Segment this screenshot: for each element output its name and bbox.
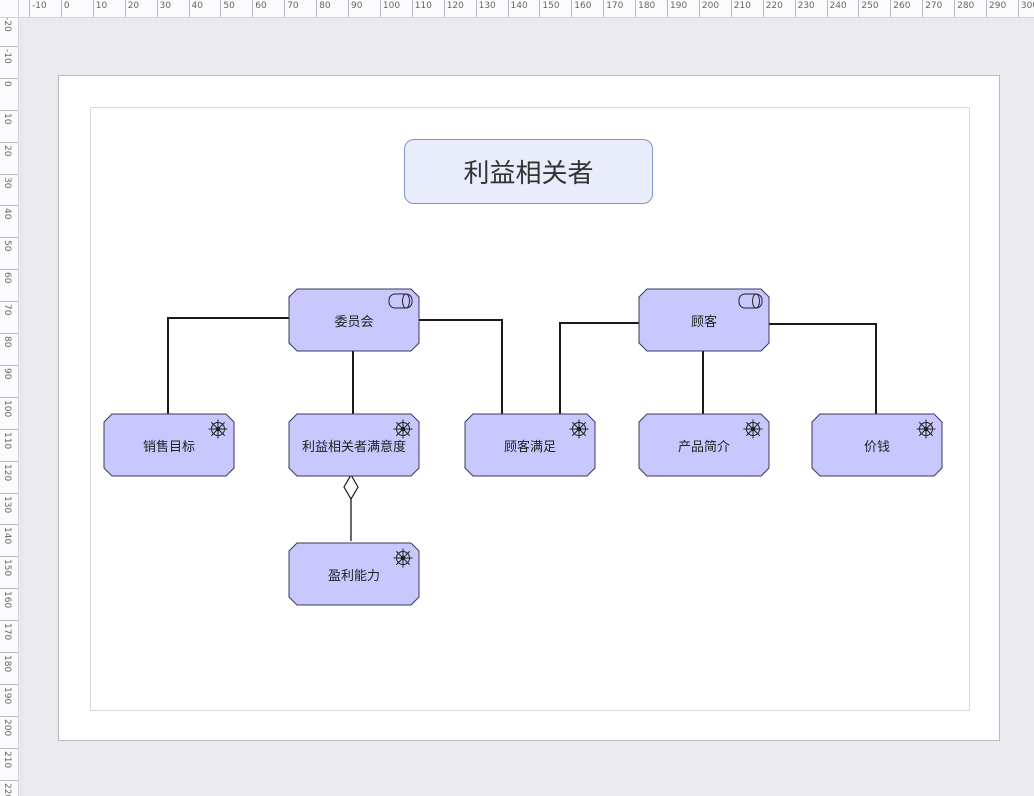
ruler-tick-label: 180 bbox=[0, 652, 18, 672]
ruler-tick-label: 130 bbox=[0, 492, 18, 513]
connector-committee-customer-satisfaction[interactable] bbox=[418, 319, 503, 414]
diagram-frame bbox=[90, 107, 970, 711]
connector-customer-customer-satisfaction[interactable] bbox=[559, 322, 639, 414]
ruler-tick-label: 10 bbox=[92, 0, 124, 17]
ruler-tick-label: 190 bbox=[0, 683, 18, 704]
node-customer-satisfaction[interactable] bbox=[464, 413, 596, 477]
ruler-tick-label: 170 bbox=[603, 0, 634, 17]
ruler-tick-label: 220 bbox=[0, 779, 18, 796]
ruler-tick-label: 200 bbox=[0, 715, 18, 736]
aggregation-diamond bbox=[343, 473, 359, 501]
ruler-tick-label: 20 bbox=[124, 0, 156, 17]
diagram-title-box[interactable]: 利益相关者 bbox=[404, 139, 653, 204]
ruler-tick-label: -10 bbox=[0, 45, 18, 64]
ruler-tick-label: 280 bbox=[954, 0, 985, 17]
ruler-tick-label: 230 bbox=[794, 0, 826, 17]
node-committee[interactable] bbox=[288, 288, 420, 352]
ruler-tick-label: 210 bbox=[730, 0, 762, 17]
ruler-tick-label: 300 bbox=[1017, 0, 1034, 17]
ruler-tick-label: 100 bbox=[0, 396, 18, 417]
ruler-tick-label: 190 bbox=[667, 0, 698, 17]
driver-icon bbox=[743, 419, 763, 439]
ruler-tick-label: 30 bbox=[0, 173, 18, 188]
ruler-tick-label: 30 bbox=[156, 0, 188, 17]
driver-icon bbox=[393, 548, 413, 568]
ruler-tick-label: 160 bbox=[0, 588, 18, 608]
ruler-corner bbox=[0, 0, 19, 18]
ruler-tick-label: 50 bbox=[0, 237, 18, 252]
ruler-tick-label: 100 bbox=[379, 0, 411, 17]
ruler-tick-label: 140 bbox=[0, 524, 18, 545]
ruler-tick-label: 0 bbox=[0, 77, 18, 87]
ruler-tick-label: 120 bbox=[443, 0, 475, 17]
ruler-tick-label: -10 bbox=[29, 0, 60, 17]
driver-icon bbox=[569, 419, 589, 439]
diagram-title: 利益相关者 bbox=[463, 159, 594, 189]
ruler-tick-label: 200 bbox=[698, 0, 730, 17]
ruler-tick-label: 80 bbox=[0, 333, 18, 347]
driver-icon bbox=[393, 419, 413, 439]
ruler-tick-label: 210 bbox=[0, 747, 18, 768]
ruler-tick-label: 140 bbox=[507, 0, 539, 17]
ruler-tick-label: 60 bbox=[0, 269, 18, 284]
ruler-tick-label: 120 bbox=[0, 460, 18, 481]
ruler-tick-label: 70 bbox=[284, 0, 315, 17]
driver-icon bbox=[916, 419, 936, 439]
ruler-tick-label: 80 bbox=[316, 0, 347, 17]
node-customer[interactable] bbox=[638, 288, 770, 352]
ruler-tick-label: 290 bbox=[986, 0, 1017, 17]
ruler-tick-label: 110 bbox=[0, 428, 18, 449]
ruler-tick-label: 130 bbox=[475, 0, 507, 17]
ruler-tick-label: 170 bbox=[0, 620, 18, 640]
node-price[interactable] bbox=[811, 413, 943, 477]
ruler-tick-label: 20 bbox=[0, 141, 18, 156]
node-stakeholder-satisfaction[interactable] bbox=[288, 413, 420, 477]
ruler-tick-label: 90 bbox=[0, 364, 18, 379]
ruler-tick-label: 150 bbox=[539, 0, 570, 17]
ruler-tick-label: 70 bbox=[0, 301, 18, 316]
ruler-tick-label: 0 bbox=[60, 0, 92, 17]
ruler-tick-label: 60 bbox=[252, 0, 283, 17]
ruler-tick-label: 150 bbox=[0, 556, 18, 576]
node-sales-target[interactable] bbox=[103, 413, 235, 477]
ruler-tick-label: 260 bbox=[890, 0, 921, 17]
ruler-tick-label: 50 bbox=[220, 0, 251, 17]
stakeholder-icon bbox=[388, 293, 413, 309]
ruler-tick-label: 90 bbox=[348, 0, 379, 17]
ruler-tick-label: 240 bbox=[826, 0, 858, 17]
node-product-intro[interactable] bbox=[638, 413, 770, 477]
ruler-tick-label: 220 bbox=[762, 0, 794, 17]
ruler-tick-label: 180 bbox=[635, 0, 666, 17]
stakeholder-icon bbox=[738, 293, 763, 309]
ruler-tick-label: 160 bbox=[571, 0, 602, 17]
driver-icon bbox=[208, 419, 228, 439]
connector-committee-sales-target[interactable] bbox=[167, 317, 289, 414]
ruler-tick-label: 40 bbox=[0, 205, 18, 220]
ruler-tick-label: 250 bbox=[858, 0, 889, 17]
ruler-tick-label: 40 bbox=[188, 0, 220, 17]
ruler-tick-label: 110 bbox=[411, 0, 443, 17]
connector-customer-price[interactable] bbox=[768, 323, 877, 414]
ruler-tick-label: 270 bbox=[922, 0, 953, 17]
ruler-tick-label: 10 bbox=[0, 109, 18, 124]
node-profitability[interactable] bbox=[288, 542, 420, 606]
